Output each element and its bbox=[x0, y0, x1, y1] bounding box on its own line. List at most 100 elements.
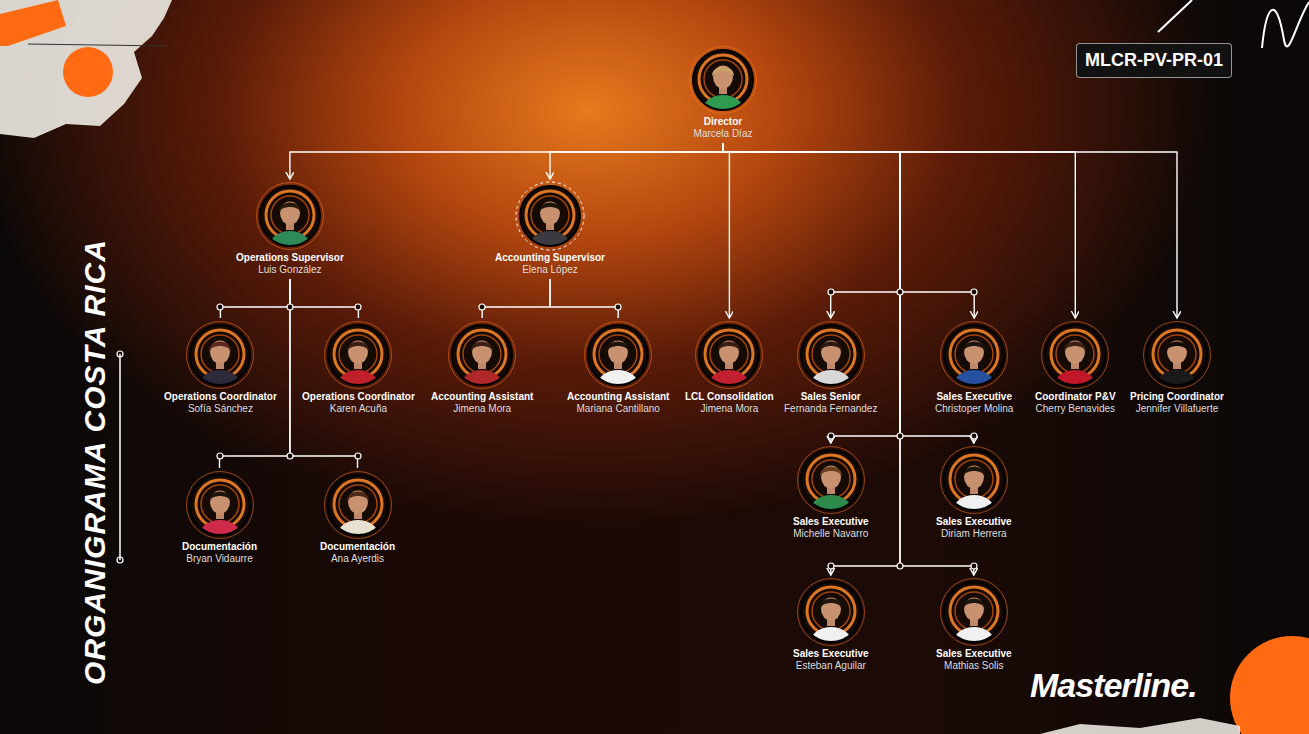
portrait-photo bbox=[185, 320, 255, 390]
connector bbox=[550, 279, 618, 318]
person-name: Cherry Benavides bbox=[1036, 403, 1115, 415]
connector bbox=[220, 279, 290, 318]
person-name: Jennifer Villafuerte bbox=[1136, 403, 1219, 415]
person-node: Pricing CoordinatorJennifer Villafuerte bbox=[1128, 320, 1226, 415]
portrait-photo bbox=[939, 577, 1009, 647]
rule-dot bbox=[117, 557, 123, 563]
person-name: Mathias Solis bbox=[944, 660, 1003, 672]
person-node: Operations CoordinatorSofía Sánchez bbox=[162, 320, 279, 415]
person-node: Accounting AssistantJimena Mora bbox=[429, 320, 535, 415]
person-name: Bryan Vidaurre bbox=[186, 553, 253, 565]
role-title: Operations Coordinator bbox=[302, 391, 415, 403]
portrait-photo bbox=[796, 577, 866, 647]
junction-dot bbox=[897, 289, 903, 295]
person-node: Operations SupervisorLuis González bbox=[234, 181, 346, 276]
role-title: Sales Executive bbox=[936, 391, 1012, 403]
person-node: Sales ExecutiveChristoper Molina bbox=[933, 320, 1015, 415]
connector bbox=[723, 143, 900, 318]
junction-dot bbox=[217, 453, 223, 459]
junction-dot bbox=[828, 563, 834, 569]
torn-paper bbox=[0, 0, 172, 138]
document-code: MLCR-PV-PR-01 bbox=[1076, 43, 1232, 78]
connector bbox=[723, 143, 1177, 318]
person-node: Coordinator P&VCherry Benavides bbox=[1033, 320, 1118, 415]
connector bbox=[723, 143, 1075, 318]
orange-dot bbox=[63, 47, 113, 97]
person-node: Sales ExecutiveDiriam Herrera bbox=[934, 445, 1014, 540]
role-title: Accounting Supervisor bbox=[495, 252, 605, 264]
junction-dot bbox=[217, 304, 223, 310]
portrait-photo bbox=[185, 470, 255, 540]
chart-title: ORGANIGRAMA COSTA RICA bbox=[78, 239, 112, 685]
scribble bbox=[1158, 0, 1192, 32]
person-name: Fernanda Fernandez bbox=[784, 403, 877, 415]
role-title: Documentación bbox=[320, 541, 395, 553]
brand-logo: Masterline. bbox=[1030, 666, 1197, 705]
connector bbox=[723, 143, 729, 318]
role-title: Sales Executive bbox=[936, 648, 1012, 660]
person-node: Sales ExecutiveMichelle Navarro bbox=[791, 445, 871, 540]
role-title: Sales Executive bbox=[936, 516, 1012, 528]
portrait-photo bbox=[515, 181, 585, 251]
connector bbox=[290, 143, 723, 179]
person-name: Karen Acuña bbox=[330, 403, 387, 415]
connector bbox=[550, 143, 723, 179]
role-title: LCL Consolidation bbox=[685, 391, 774, 403]
junction-dot bbox=[615, 304, 621, 310]
portrait-photo bbox=[796, 445, 866, 515]
junction-dot bbox=[828, 433, 834, 439]
role-title: Sales Executive bbox=[793, 648, 869, 660]
junction-dot bbox=[971, 563, 977, 569]
person-name: Elena López bbox=[522, 264, 578, 276]
person-name: Jimena Mora bbox=[453, 403, 511, 415]
junction-dot bbox=[479, 304, 485, 310]
person-node: Sales ExecutiveMathias Solis bbox=[934, 577, 1014, 672]
portrait-photo bbox=[323, 320, 393, 390]
person-node: Sales ExecutiveEsteban Aguilar bbox=[791, 577, 871, 672]
portrait-photo bbox=[323, 470, 393, 540]
junction-dot bbox=[828, 289, 834, 295]
junction-dot bbox=[355, 453, 361, 459]
connector bbox=[290, 279, 359, 318]
person-name: Esteban Aguilar bbox=[796, 660, 866, 672]
person-name: Christoper Molina bbox=[935, 403, 1013, 415]
person-node: LCL ConsolidationJimena Mora bbox=[683, 320, 776, 415]
portrait-photo bbox=[583, 320, 653, 390]
person-name: Marcela Díaz bbox=[694, 128, 753, 140]
person-name: Sofía Sánchez bbox=[188, 403, 253, 415]
role-title: Coordinator P&V bbox=[1035, 391, 1116, 403]
portrait-photo bbox=[255, 181, 325, 251]
connector bbox=[482, 279, 550, 318]
junction-dot bbox=[287, 304, 293, 310]
side-rule bbox=[119, 354, 121, 560]
portrait-photo bbox=[796, 320, 866, 390]
role-title: Operations Coordinator bbox=[164, 391, 277, 403]
person-name: Michelle Navarro bbox=[793, 528, 868, 540]
person-node: Accounting AssistantMariana Cantillano bbox=[565, 320, 671, 415]
role-title: Sales Senior bbox=[801, 391, 861, 403]
role-title: Sales Executive bbox=[793, 516, 869, 528]
portrait-photo bbox=[1040, 320, 1110, 390]
role-title: Operations Supervisor bbox=[236, 252, 344, 264]
connector bbox=[723, 143, 974, 575]
portrait-photo bbox=[694, 320, 764, 390]
junction-dots bbox=[217, 289, 977, 569]
portrait-photo bbox=[939, 320, 1009, 390]
person-node: Accounting SupervisorElena López bbox=[493, 181, 607, 276]
junction-dot bbox=[897, 433, 903, 439]
person-node: DocumentaciónBryan Vidaurre bbox=[180, 470, 259, 565]
person-name: Jimena Mora bbox=[700, 403, 758, 415]
person-node: Operations CoordinatorKaren Acuña bbox=[300, 320, 417, 415]
torn-paper bbox=[1040, 718, 1240, 734]
junction-dot bbox=[287, 453, 293, 459]
orange-dot bbox=[1230, 636, 1309, 734]
portrait-photo bbox=[447, 320, 517, 390]
portrait-photo bbox=[1142, 320, 1212, 390]
role-title: Accounting Assistant bbox=[431, 391, 533, 403]
portrait-photo bbox=[939, 445, 1009, 515]
person-node: DocumentaciónAna Ayerdis bbox=[318, 470, 397, 565]
paper-line bbox=[28, 44, 168, 46]
orange-band bbox=[0, 0, 66, 46]
junction-dot bbox=[971, 289, 977, 295]
